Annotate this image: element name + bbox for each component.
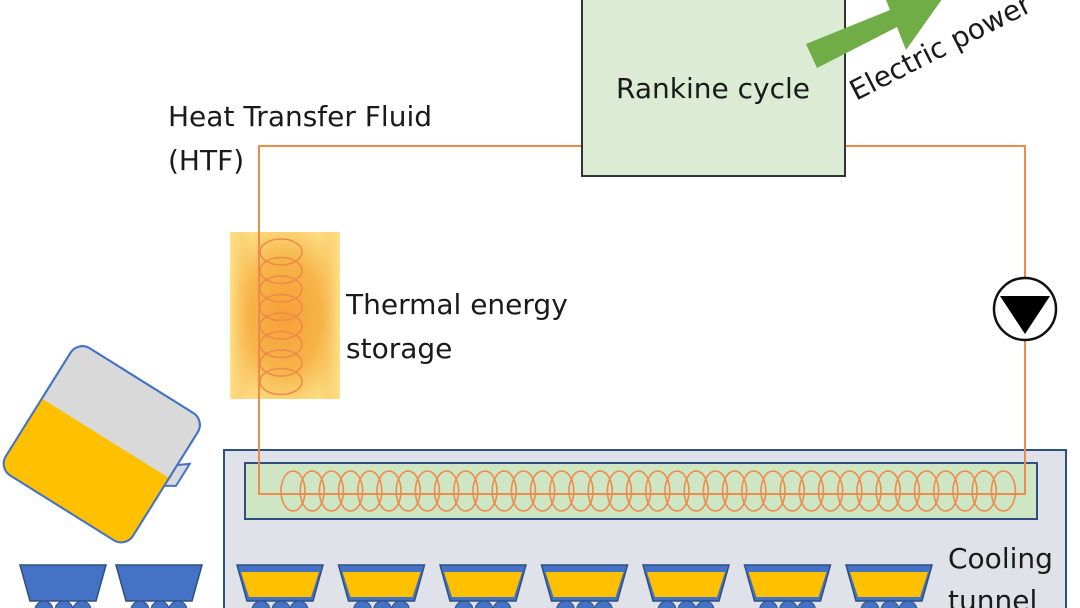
storage-label-line2: storage xyxy=(346,332,452,365)
coil-loop xyxy=(491,470,518,512)
coil-loop xyxy=(318,470,345,512)
coil-loop xyxy=(952,470,978,512)
coil-loop xyxy=(510,470,537,512)
cooling-tunnel-label-line1: Cooling xyxy=(948,542,1053,575)
storage-coil xyxy=(259,238,303,396)
thermal-storage-block xyxy=(230,232,340,399)
coil-loop xyxy=(606,470,633,512)
coil-loop xyxy=(548,470,575,512)
coil-loop xyxy=(971,470,998,512)
coil-loop xyxy=(740,470,767,512)
rankine-cycle-label: Rankine cycle xyxy=(616,72,810,105)
empty-cart xyxy=(115,564,203,608)
coil-loop xyxy=(760,470,786,512)
coil-loop xyxy=(259,238,303,266)
coil-loop xyxy=(568,470,594,512)
coil-loop xyxy=(990,470,1017,512)
electric-power-label: Electric power xyxy=(844,0,1037,107)
filled-cart xyxy=(642,564,730,608)
coil-loop xyxy=(529,470,556,512)
empty-cart xyxy=(19,564,107,608)
ladle-icon xyxy=(2,345,201,544)
filled-cart xyxy=(439,564,527,608)
htf-label-line1: Heat Transfer Fluid xyxy=(168,100,432,133)
pump-icon xyxy=(992,276,1058,342)
coil-loop xyxy=(414,470,441,512)
coil-loop xyxy=(259,293,303,322)
htf-loop-pipe xyxy=(258,145,1026,495)
coil-loop xyxy=(664,470,690,512)
coil-loop xyxy=(472,470,498,512)
coil-loop xyxy=(259,275,303,303)
coil-loop xyxy=(625,470,652,512)
coil-loop xyxy=(913,470,940,512)
storage-label-line1: Thermal energy xyxy=(345,288,568,321)
coil-loop xyxy=(932,470,959,512)
coil-loop xyxy=(337,470,364,512)
filled-cart xyxy=(743,564,832,608)
coil-loop xyxy=(259,367,303,396)
filled-cart xyxy=(337,564,426,608)
coil-loop xyxy=(259,256,303,285)
coil-loop xyxy=(856,470,882,512)
tunnel-coil xyxy=(280,470,1017,512)
rankine-cycle-box xyxy=(581,0,846,177)
coil-loop xyxy=(817,470,844,512)
filled-cart xyxy=(540,564,629,608)
coil-loop xyxy=(259,330,303,359)
coil-loop xyxy=(721,470,748,512)
coil-loop xyxy=(280,470,306,512)
coil-loop xyxy=(644,470,671,512)
coil-loop xyxy=(587,470,614,512)
coil-loop xyxy=(702,470,729,512)
coil-loop xyxy=(376,470,402,512)
coil-loop xyxy=(798,470,825,512)
power-arrow-icon xyxy=(806,0,942,68)
cooling-tunnel-label-line2: tunnel xyxy=(948,584,1037,608)
coil-loop xyxy=(683,470,710,512)
filled-cart xyxy=(845,564,933,608)
coil-loop xyxy=(452,470,479,512)
coil-loop xyxy=(299,470,326,512)
coil-loop xyxy=(356,470,383,512)
coil-loop xyxy=(875,470,902,512)
filled-cart xyxy=(236,564,324,608)
filled-carts xyxy=(236,564,933,608)
empty-carts xyxy=(19,564,203,608)
coil-loop xyxy=(259,312,303,340)
coil-loop xyxy=(433,470,460,512)
coil-loop xyxy=(836,470,863,512)
coil-loop xyxy=(894,470,921,512)
htf-label-line2: (HTF) xyxy=(168,144,244,177)
coil-loop xyxy=(395,470,422,512)
coil-loop xyxy=(779,470,806,512)
coil-loop xyxy=(259,349,303,377)
